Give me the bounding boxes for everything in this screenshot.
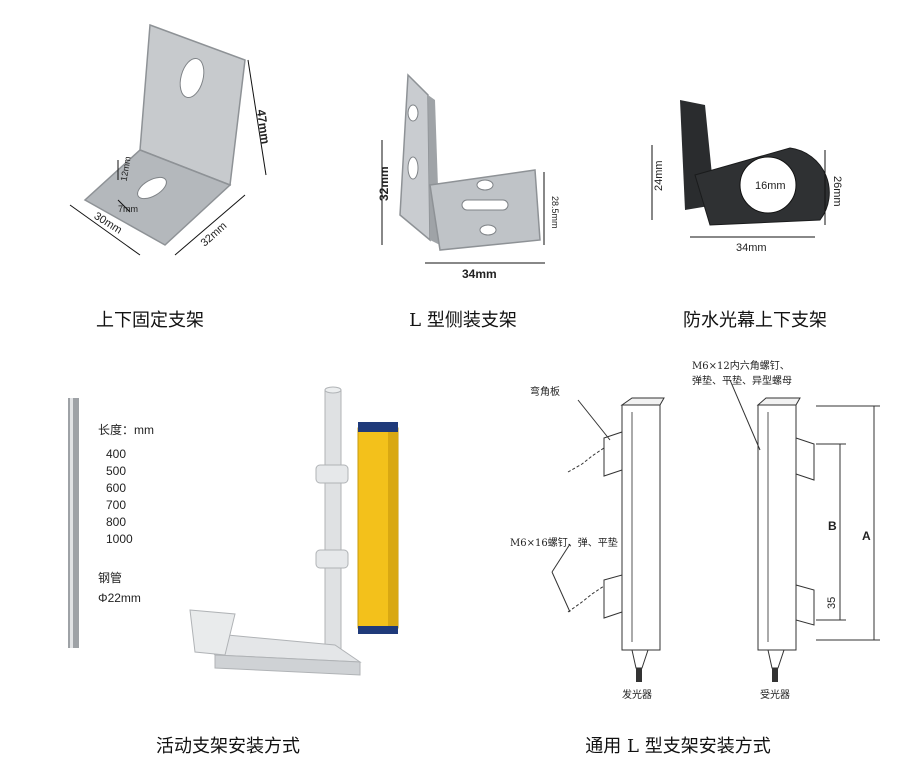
material-label: 钢管 — [98, 570, 122, 585]
dim-16mm: 16mm — [755, 180, 786, 192]
dim-12mm: 12mm — [119, 156, 133, 182]
dim-7mm: 7mm — [118, 204, 138, 214]
length-1000: 1000 — [106, 532, 133, 546]
label-emitter: 发光器 — [622, 688, 652, 701]
l-side-bracket-drawing: 32mm 34mm 28.5mm — [377, 73, 560, 281]
note-screw-washers: M6×16螺钉、弹、平垫 — [510, 536, 618, 549]
dim-34mm-l: 34mm — [462, 267, 497, 281]
caption-movable-bracket: 活动支架安装方式 — [156, 736, 300, 757]
diameter-label: Φ22mm — [98, 591, 141, 605]
dim-35: 35 — [826, 597, 838, 609]
waterproof-bracket-drawing: 24mm 16mm 26mm 34mm — [651, 100, 843, 254]
dim-28-5mm: 28.5mm — [550, 196, 560, 229]
note-top-washers: 弹垫、平垫、异型螺母 — [692, 374, 792, 387]
caption-l-mount-diagram: 通用 L 型支架安装方式 — [585, 736, 771, 757]
dim-b: B — [828, 519, 837, 533]
dim-32mm: 32mm — [199, 220, 230, 249]
length-600: 600 — [106, 481, 126, 495]
panel-waterproof-bracket: 24mm 16mm 26mm 34mm 防水光幕上下支架 — [600, 0, 900, 340]
note-corner-plate: 弯角板 — [530, 385, 560, 398]
length-500: 500 — [106, 464, 126, 478]
note-top-screws: M6×12内六角螺钉、 — [692, 359, 790, 372]
dim-47mm: 47mm — [254, 109, 273, 145]
length-800: 800 — [106, 515, 126, 529]
caption-fixed-bracket: 上下固定支架 — [96, 310, 204, 331]
dim-34mm-black: 34mm — [736, 242, 767, 254]
length-700: 700 — [106, 498, 126, 512]
dim-26mm: 26mm — [831, 176, 843, 207]
panel-l-mount-diagram: M6×12内六角螺钉、 弹垫、平垫、异型螺母 弯角板 M6×16螺钉、弹、平垫 … — [460, 340, 900, 778]
dim-a: A — [862, 529, 871, 543]
panel-l-side-bracket: 32mm 34mm 28.5mm L 型侧装支架 — [300, 0, 600, 340]
l-mount-diagram: M6×12内六角螺钉、 弹垫、平垫、异型螺母 弯角板 M6×16螺钉、弹、平垫 … — [510, 359, 880, 701]
length-400: 400 — [106, 447, 126, 461]
fixed-bracket-drawing: 47mm 32mm 30mm 12mm 7mm — [69, 23, 273, 256]
steel-pipe-drawing: 长度：mm 400 500 600 700 800 1000 钢管 Φ22mm — [68, 386, 399, 676]
length-label: 长度：mm — [98, 422, 154, 437]
dim-32mm-l: 32mm — [377, 166, 391, 201]
label-receiver: 受光器 — [760, 688, 790, 701]
panel-movable-bracket: 长度：mm 400 500 600 700 800 1000 钢管 Φ22mm … — [0, 370, 460, 778]
caption-waterproof-bracket: 防水光幕上下支架 — [683, 310, 827, 331]
dim-24mm: 24mm — [653, 160, 665, 191]
caption-l-side-bracket: L 型侧装支架 — [409, 310, 517, 331]
panel-fixed-bracket: 47mm 32mm 30mm 12mm 7mm 上下固定支架 — [0, 0, 300, 340]
